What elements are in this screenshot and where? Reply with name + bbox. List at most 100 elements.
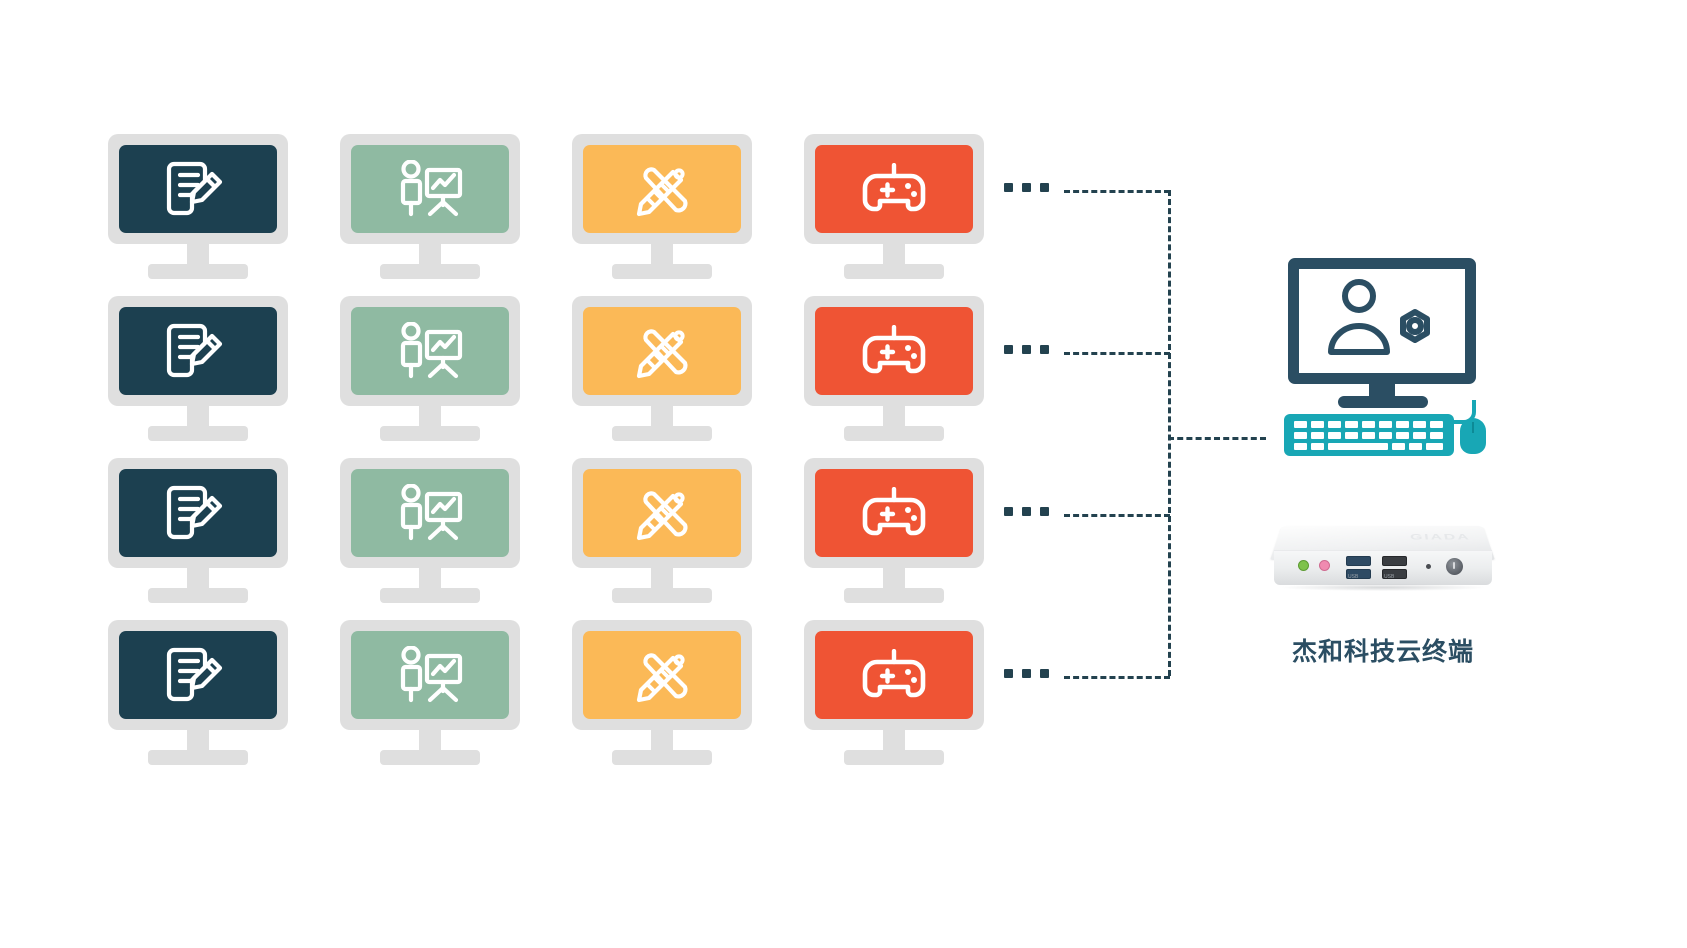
mini-pc-brand-label: GIADA (1409, 532, 1472, 542)
client-terminal[interactable] (572, 134, 752, 279)
monitor-screen (119, 145, 277, 233)
mini-pc-icon[interactable]: GIADA USB USB (1258, 492, 1506, 617)
monitor-base (844, 750, 944, 765)
usb-port-3[interactable] (1382, 556, 1407, 566)
monitor-base (148, 750, 248, 765)
client-terminal[interactable] (340, 458, 520, 603)
usb-port-1[interactable] (1346, 556, 1371, 566)
monitor-screen (119, 631, 277, 719)
monitor-neck (883, 730, 905, 752)
gamepad-icon (861, 163, 927, 215)
client-terminal[interactable] (572, 296, 752, 441)
client-terminal[interactable] (804, 458, 984, 603)
client-terminal[interactable] (340, 296, 520, 441)
ruler-pencil-design-icon (629, 160, 695, 218)
usb-port-2[interactable] (1346, 569, 1371, 579)
client-terminal[interactable] (340, 134, 520, 279)
device-caption: 杰和科技云终端 (1291, 637, 1474, 666)
monitor-base (148, 588, 248, 603)
ellipsis-dot (1004, 507, 1013, 516)
client-terminal[interactable] (804, 620, 984, 765)
row-ellipsis (1004, 669, 1049, 678)
ruler-pencil-design-icon (629, 484, 695, 542)
client-terminal[interactable] (108, 620, 288, 765)
monitor-screen (815, 145, 973, 233)
admin-monitor-frame (1288, 258, 1476, 384)
client-terminal[interactable] (108, 134, 288, 279)
connector-branch-row1 (1064, 190, 1170, 193)
monitor-neck (187, 730, 209, 752)
client-terminal[interactable] (340, 620, 520, 765)
document-edit-icon (166, 322, 230, 380)
power-button[interactable] (1446, 558, 1463, 575)
monitor-base (380, 750, 480, 765)
connector-trunk-to-host (1168, 437, 1266, 440)
client-terminal[interactable] (108, 458, 288, 603)
audio-out-jack[interactable] (1298, 560, 1309, 571)
ruler-pencil-design-icon (629, 646, 695, 704)
client-terminal[interactable] (108, 296, 288, 441)
ellipsis-dot (1004, 345, 1013, 354)
monitor-base (148, 264, 248, 279)
monitor-base (612, 750, 712, 765)
monitor-base (380, 264, 480, 279)
document-edit-icon (166, 484, 230, 542)
client-terminal[interactable] (804, 134, 984, 279)
keyboard-keys (1294, 421, 1443, 450)
monitor-neck (419, 730, 441, 752)
monitor-neck (419, 244, 441, 266)
monitor-screen (119, 469, 277, 557)
keyboard-icon[interactable] (1284, 414, 1454, 456)
ellipsis-dot (1022, 183, 1031, 192)
monitor-neck (187, 568, 209, 590)
document-edit-icon (166, 646, 230, 704)
connector-branch-row4 (1064, 676, 1170, 679)
monitor-neck (187, 244, 209, 266)
client-terminal[interactable] (572, 458, 752, 603)
mouse-icon[interactable] (1460, 418, 1486, 454)
ellipsis-dot (1040, 183, 1049, 192)
status-led (1426, 564, 1431, 569)
monitor-base (612, 588, 712, 603)
client-terminal[interactable] (804, 296, 984, 441)
monitor-screen (351, 145, 509, 233)
mic-in-jack-ring (1319, 560, 1330, 571)
monitor-neck (187, 406, 209, 428)
presentation-training-icon (397, 160, 463, 218)
mini-pc-front-panel: USB USB (1274, 550, 1492, 585)
monitor-screen (351, 469, 509, 557)
ellipsis-dot (1004, 183, 1013, 192)
ellipsis-dot (1022, 669, 1031, 678)
ellipsis-dot (1040, 669, 1049, 678)
gamepad-icon (861, 325, 927, 377)
mini-pc-shadow (1282, 584, 1484, 591)
monitor-base (844, 588, 944, 603)
monitor-screen (119, 307, 277, 395)
client-terminal[interactable] (572, 620, 752, 765)
mouse-cable (1446, 400, 1476, 424)
monitor-screen (583, 469, 741, 557)
monitor-base (844, 426, 944, 441)
monitor-base (612, 426, 712, 441)
connector-bus-vertical (1168, 190, 1171, 676)
usb-port-group-blue[interactable] (1346, 556, 1371, 582)
audio-out-jack-ring (1298, 560, 1309, 571)
row-ellipsis (1004, 507, 1049, 516)
ellipsis-dot (1040, 345, 1049, 354)
admin-monitor-neck (1369, 384, 1395, 398)
mic-in-jack[interactable] (1319, 560, 1330, 571)
gamepad-icon (861, 649, 927, 701)
usb-port-group-black[interactable] (1382, 556, 1407, 582)
presentation-training-icon (397, 484, 463, 542)
monitor-base (380, 588, 480, 603)
monitor-screen (583, 631, 741, 719)
row-ellipsis (1004, 345, 1049, 354)
presentation-training-icon (397, 322, 463, 380)
presentation-training-icon (397, 646, 463, 704)
ellipsis-dot (1040, 507, 1049, 516)
connector-branch-row2 (1064, 352, 1170, 355)
monitor-neck (651, 730, 673, 752)
usb-port-4[interactable] (1382, 569, 1407, 579)
admin-workstation[interactable] (1268, 250, 1498, 465)
